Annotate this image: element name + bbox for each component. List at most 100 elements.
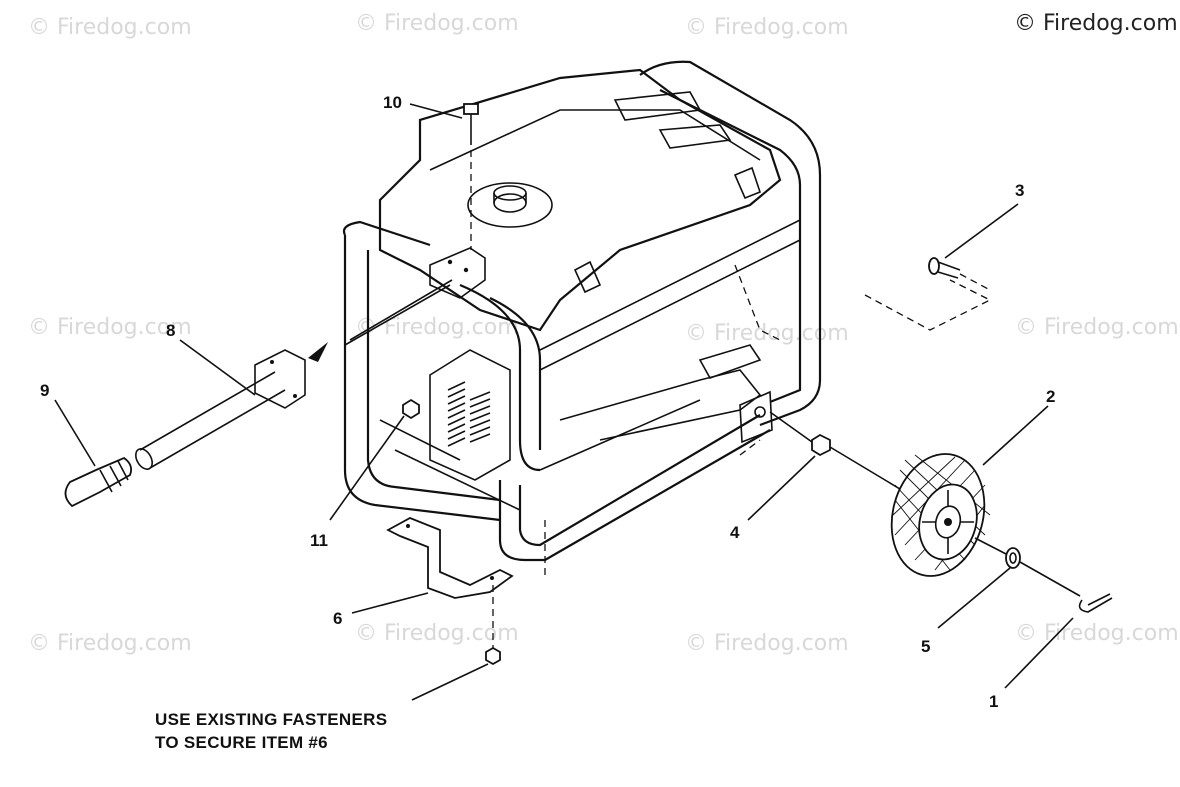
fuel-cap	[493, 193, 527, 213]
bolt-head	[463, 103, 479, 115]
callout-5: 5	[921, 637, 930, 656]
frame-rail	[379, 419, 521, 511]
leader-9	[54, 399, 96, 467]
frame-tube-right-inner	[659, 89, 802, 404]
engine-block	[698, 344, 762, 379]
handle-bracket	[254, 349, 306, 409]
leader-8	[179, 339, 256, 396]
label-plate	[613, 91, 702, 121]
leader-note	[411, 663, 489, 701]
hidden-line-axle	[864, 279, 992, 331]
watermark: © Firedog.com	[355, 621, 519, 646]
watermark: © Firedog.com	[28, 15, 192, 40]
housing-ridge	[429, 109, 761, 171]
handle-bore-line	[344, 279, 453, 346]
engine-cover	[429, 349, 511, 481]
cotter-pin-item-1	[1078, 593, 1113, 613]
axle-bracket	[739, 390, 773, 444]
fuel-cap-top	[493, 185, 527, 201]
bracket-body	[386, 517, 514, 599]
wheel-hub	[934, 505, 962, 539]
axle-pin-item-3	[928, 257, 991, 291]
grip-body	[64, 456, 133, 508]
watermark: © Firedog.com	[685, 631, 849, 656]
watermark: © Firedog.com	[1015, 621, 1179, 646]
hidden-line	[739, 439, 761, 456]
frame-tube-left-outer	[342, 220, 501, 522]
tank-mount	[573, 260, 602, 294]
leader-11	[329, 415, 405, 521]
frame-crossbar-top	[539, 219, 801, 371]
handle-tube	[139, 371, 286, 469]
axle-line	[974, 537, 1009, 556]
nut-item-11	[402, 398, 420, 420]
watermark: © Firedog.com	[28, 315, 192, 340]
leader-10	[409, 103, 463, 119]
bolt-item-10	[463, 103, 479, 250]
note-line-1: USE EXISTING FASTENERS	[155, 710, 387, 729]
leader-lines	[54, 103, 1074, 701]
frame-tube-front-vertical	[459, 283, 541, 472]
nut-item-4	[769, 411, 906, 493]
frame-tube-left-inner	[366, 250, 501, 502]
axle-hole	[754, 406, 766, 418]
handle-grip-item-9	[64, 456, 133, 508]
note-line-2: TO SECURE ITEM #6	[155, 733, 328, 752]
fuel-tank-housing	[378, 68, 782, 332]
washer	[1005, 547, 1021, 569]
callout-2: 2	[1046, 387, 1055, 406]
leader-5	[937, 567, 1011, 629]
callout-8: 8	[166, 321, 175, 340]
watermark: © Firedog.com	[355, 315, 519, 340]
handle-tube-item-8	[135, 342, 328, 470]
washer-item-5	[1005, 547, 1081, 597]
engine-line	[539, 399, 701, 471]
watermark-layer: © Firedog.com © Firedog.com © Firedog.co…	[28, 11, 1179, 656]
hidden-line	[734, 264, 781, 341]
callout-4: 4	[730, 523, 740, 542]
frame-bracket	[429, 247, 486, 299]
corner-watermark: © Firedog.com	[1014, 11, 1178, 36]
pin-axis	[959, 273, 991, 291]
pin-shaft	[937, 261, 961, 279]
bracket-item-6	[386, 517, 514, 650]
vent-grille	[447, 381, 491, 447]
watermark: © Firedog.com	[1015, 315, 1179, 340]
label-plate-2	[658, 124, 732, 149]
leader-2	[982, 405, 1049, 466]
callout-10: 10	[383, 93, 402, 112]
callout-9: 9	[40, 381, 49, 400]
frame-tube-right-outer	[639, 60, 822, 427]
leader-6	[351, 592, 429, 614]
grip-ridges	[99, 460, 129, 493]
callout-labels: 10 3 8 9 2 11 4 6 5 1	[40, 93, 1055, 711]
leader-1	[1004, 617, 1074, 689]
fuel-cap-ring	[467, 182, 553, 228]
hub-center	[944, 518, 952, 526]
leader-4	[747, 455, 816, 521]
watermark: © Firedog.com	[355, 11, 519, 36]
axle-line	[1019, 561, 1081, 597]
leader-3	[944, 203, 1019, 259]
tube-end	[135, 448, 153, 470]
callout-6: 6	[333, 609, 342, 628]
generator-assembly	[342, 60, 992, 580]
handle-bracket-mounted	[344, 247, 486, 346]
tank-mount	[733, 166, 761, 200]
frame-tube-bottom-inner	[518, 414, 761, 547]
direction-arrow	[308, 342, 328, 362]
washer-hole	[1009, 552, 1017, 564]
pin-head	[928, 257, 940, 275]
assembly-note: USE EXISTING FASTENERS TO SECURE ITEM #6	[155, 710, 387, 752]
frame-tube-front-vertical-inner	[489, 297, 542, 450]
wheel-item-2	[890, 453, 1009, 577]
watermark: © Firedog.com	[28, 631, 192, 656]
fastener-nut	[485, 646, 501, 666]
watermark: © Firedog.com	[685, 15, 849, 40]
base-plate	[559, 369, 762, 441]
axle-line	[769, 411, 813, 443]
axle-line	[829, 446, 906, 493]
callout-1: 1	[989, 692, 998, 711]
